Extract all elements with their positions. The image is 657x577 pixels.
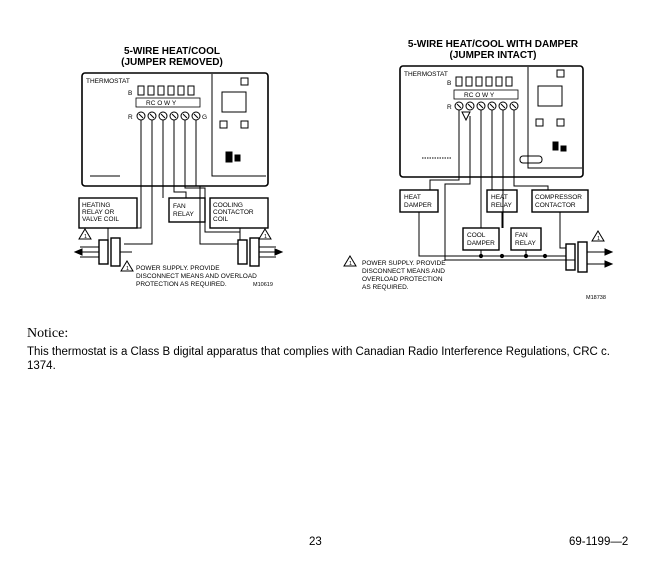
left-heating-l1: HEATING <box>82 202 110 209</box>
right-note-l2: DISCONNECT MEANS AND <box>362 268 445 275</box>
left-thermostat-body <box>81 72 269 187</box>
document-number: 69-1199—2 <box>569 536 629 548</box>
diagram-right: 5-WIRE HEAT/COOL WITH DAMPER (JUMPER INT… <box>343 39 614 301</box>
right-compressor-l1: COMPRESSOR <box>535 194 582 201</box>
left-thermostat-label: THERMOSTAT <box>86 78 130 85</box>
left-note-l1: POWER SUPPLY. PROVIDE <box>136 265 220 272</box>
left-terminal-row: RC O W Y <box>146 100 177 107</box>
right-fan-relay-l2: RELAY <box>515 240 536 247</box>
right-thermostat-label: THERMOSTAT <box>404 71 448 78</box>
left-transformer-left <box>73 237 132 267</box>
left-fan-l1: FAN <box>173 203 186 210</box>
notice-heading: Notice: <box>27 326 69 341</box>
right-code: M18738 <box>586 295 606 301</box>
left-b-pins <box>137 85 195 96</box>
right-terminal-r: R <box>447 104 452 111</box>
left-warning-1: 1 <box>84 234 87 240</box>
right-warning-1: 1 <box>597 236 600 242</box>
right-terminal-row: RC O W Y <box>464 92 495 99</box>
right-b-pins <box>455 76 513 87</box>
right-fan-relay-l1: FAN <box>515 232 528 239</box>
left-cooling-l3: COIL <box>213 216 229 223</box>
right-warning-2: 1 <box>349 261 352 267</box>
right-transformer <box>565 241 614 273</box>
notice-text: This thermostat is a Class B digital app… <box>27 346 610 372</box>
left-r-screws <box>136 111 201 121</box>
left-note-l3: PROTECTION AS REQUIRED. <box>136 281 227 288</box>
right-title-line1: 5-WIRE HEAT/COOL WITH DAMPER <box>408 39 579 50</box>
right-heat-relay-l1: HEAT <box>491 194 508 201</box>
left-code: M10619 <box>253 282 273 288</box>
left-fan-l2: RELAY <box>173 211 194 218</box>
left-cooling-l2: CONTACTOR <box>213 209 254 216</box>
right-r-screws <box>454 101 519 111</box>
right-title-line2: (JUMPER INTACT) <box>449 50 536 61</box>
left-cooling-l1: COOLING <box>213 202 243 209</box>
left-warning-2: 1 <box>264 234 267 240</box>
right-compressor-l2: CONTACTOR <box>535 202 576 209</box>
right-terminal-b: B <box>447 80 451 87</box>
left-box-fan <box>168 197 206 223</box>
left-heating-l3: VALVE COIL <box>82 216 119 223</box>
right-note-l4: AS REQUIRED. <box>362 284 409 291</box>
page-number: 23 <box>309 536 322 548</box>
left-box-cooling <box>209 197 269 229</box>
left-warning-3: 1 <box>126 266 129 272</box>
left-title-line2: (JUMPER REMOVED) <box>121 57 223 68</box>
right-heat-damper-l1: HEAT <box>404 194 421 201</box>
left-terminal-b: B <box>128 90 132 97</box>
right-cool-damper-l1: COOL <box>467 232 486 239</box>
right-heat-damper-l2: DAMPER <box>404 202 432 209</box>
right-heat-relay-l2: RELAY <box>491 202 512 209</box>
right-note-l3: OVERLOAD PROTECTION <box>362 276 443 283</box>
left-terminal-g: G <box>202 114 207 121</box>
left-note-l2: DISCONNECT MEANS AND OVERLOAD <box>136 273 257 280</box>
left-transformer-right <box>237 237 284 267</box>
diagram-left: 5-WIRE HEAT/COOL (JUMPER REMOVED) THERMO… <box>73 46 284 288</box>
right-note-l1: POWER SUPPLY. PROVIDE <box>362 260 446 267</box>
right-cool-damper-l2: DAMPER <box>467 240 495 247</box>
left-title-line1: 5-WIRE HEAT/COOL <box>124 46 220 57</box>
left-terminal-r: R <box>128 114 133 121</box>
left-heating-l2: RELAY OR <box>82 209 115 216</box>
